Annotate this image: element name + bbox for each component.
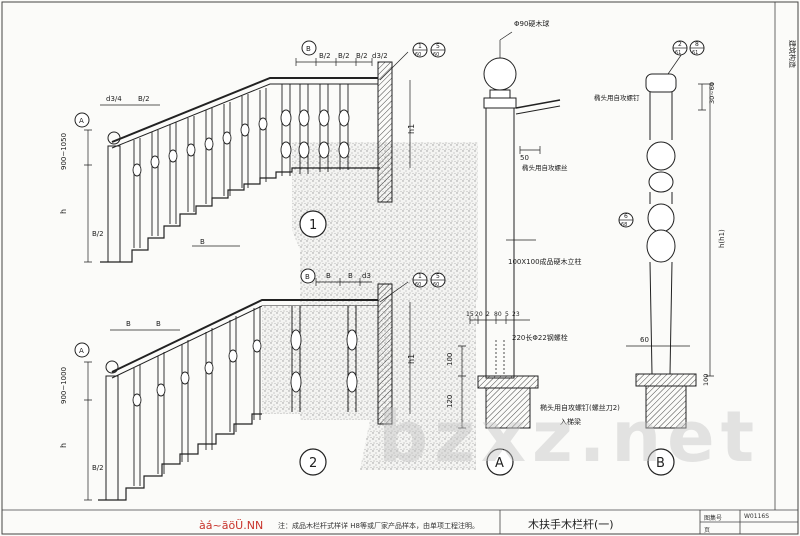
detail-b-ref2-den: 61	[692, 50, 698, 56]
lower-dim-top-3: d3	[362, 272, 371, 280]
drawing-title: 木扶手木栏杆(一)	[528, 518, 614, 531]
lower-dim-top-2: B	[348, 272, 353, 280]
detail-a-nail-label: 椭头用自攻螺丝	[522, 163, 568, 172]
upper-ref2-den: 60	[433, 52, 439, 58]
stipple-area	[378, 142, 478, 300]
detail-a-dim-5: 5	[505, 311, 509, 318]
lower-dim-left-2: B	[156, 320, 161, 328]
upper-stair-view	[84, 51, 411, 263]
side-strip-label: 建筑构造	[788, 40, 797, 68]
detail-b-dim-60: 60	[640, 336, 649, 344]
upper-dim-left-2: B/2	[138, 95, 150, 103]
lower-h1-label: h1	[407, 354, 416, 364]
lower-bubble-left: A	[79, 347, 84, 355]
detail-a-dim-80: 80	[494, 311, 502, 318]
upper-height-dim: 900~1050	[60, 133, 68, 170]
detail-a-dim-120: 120	[446, 395, 454, 408]
lower-ref-den: 60	[415, 282, 421, 288]
upper-bubble-b: B	[306, 45, 311, 53]
lower-bubble-b: B	[305, 273, 310, 281]
detail-b-dim-right: 30~60	[708, 82, 716, 104]
detail-a-post-label: 100X100成品硬木立柱	[508, 257, 582, 266]
detail-a-dim-100: 100	[446, 353, 454, 366]
detail-b-letter: B	[656, 456, 665, 471]
upper-ref-num: 1	[418, 43, 422, 50]
watermark: bzxz.net	[378, 396, 761, 478]
lower-h-label: h	[59, 443, 68, 448]
lower-ref2-den: 60	[433, 282, 439, 288]
title-block-value-1: W0116S	[744, 513, 770, 520]
upper-dim-top-2: B/2	[338, 52, 350, 60]
upper-h1-label: h1	[407, 124, 416, 134]
lower-ref2-num: 5	[436, 273, 440, 280]
detail-a-beam-label: 入梯梁	[560, 417, 581, 426]
detail-a-dim-23: 23	[512, 311, 520, 318]
lower-dim-left-1: B	[126, 320, 131, 328]
upper-view-number: 1	[309, 218, 317, 233]
footer-note: 注：成品木栏杆式样详 H8等或厂家产品样本，由单项工程注明。	[278, 522, 479, 530]
detail-b-dim-100: 100	[702, 374, 710, 386]
detail-b-ref3-den: 68	[621, 222, 627, 228]
upper-view-annotations	[74, 40, 446, 238]
detail-a-dim-15: 15	[466, 311, 474, 318]
lower-b2-label: B/2	[92, 464, 104, 472]
upper-dim-left-1: d3/4	[106, 95, 122, 103]
detail-b-ref3-num: 6	[624, 213, 628, 220]
upper-b2-label: B/2	[92, 230, 104, 238]
detail-b-ref2-num: 8	[695, 41, 699, 48]
detail-b-baluster	[626, 47, 714, 429]
upper-dim-top-3: B/2	[356, 52, 368, 60]
garbled-stamp: àá~ãöÜ.NN	[199, 519, 264, 532]
lower-view-annotations	[74, 268, 446, 476]
detail-a-dim-20: 20	[475, 311, 483, 318]
detail-a-post	[458, 31, 561, 429]
lower-view-number: 2	[309, 456, 317, 471]
title-block-label-1: 图集号	[704, 515, 723, 522]
detail-a-letter-circle	[486, 448, 514, 476]
detail-a-top-label: Φ90硬木球	[514, 19, 549, 28]
detail-a-dim-2: 2	[486, 311, 490, 318]
upper-ref2-num: 5	[436, 43, 440, 50]
detail-a-letter: A	[495, 456, 504, 471]
upper-dim-top-4: d3/2	[372, 52, 388, 60]
lower-dim-top-1: B	[326, 272, 331, 280]
detail-a-bolt-label: 220长Φ22钢螺栓	[512, 333, 568, 342]
upper-b-label: B	[200, 238, 205, 246]
title-block	[2, 509, 798, 534]
detail-b-screw-label: 椭头用自攻螺钉	[594, 93, 640, 102]
detail-b-ref1-den: 61	[675, 50, 681, 56]
upper-ref-den: 60	[415, 52, 421, 58]
upper-h-label: h	[59, 209, 68, 214]
lower-height-dim: 900~1000	[60, 367, 68, 404]
upper-bubble-left: A	[79, 117, 84, 125]
detail-a-anchor-label: 椭头用自攻螺钉(螺丝刀2)	[540, 403, 620, 412]
detail-b-ref1-num: 2	[678, 41, 682, 48]
detail-b-annotations	[618, 40, 705, 476]
upper-dim-top-1: B/2	[319, 52, 331, 60]
lower-ref-num: 1	[418, 273, 422, 280]
lower-stair-view	[84, 278, 411, 501]
detail-b-dim-h: h(h1)	[718, 229, 726, 248]
detail-a-dim-50: 50	[520, 154, 529, 162]
title-block-label-2: 页	[704, 527, 711, 534]
